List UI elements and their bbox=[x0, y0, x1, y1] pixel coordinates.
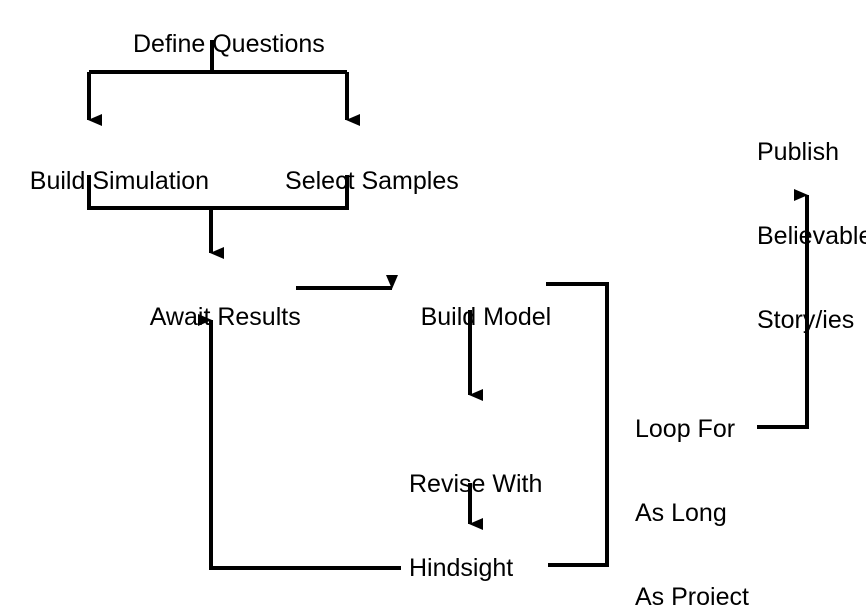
node-revise-with-hindsight-line1: Revise With bbox=[409, 470, 543, 498]
edge-loop-right-side bbox=[546, 282, 609, 567]
node-build-model: Build Model bbox=[393, 275, 552, 359]
node-build-model-label: Build Model bbox=[420, 303, 552, 331]
loop-note-line1: Loop For bbox=[635, 415, 736, 443]
node-revise-with-hindsight: Revise With Hindsight bbox=[409, 414, 542, 605]
node-publish-story-line1: Publish bbox=[757, 138, 839, 166]
edge-select-more-to-await-results bbox=[198, 314, 401, 570]
node-build-simulation: Build Simulation bbox=[2, 139, 209, 223]
loop-note-line2: As Long bbox=[635, 499, 727, 527]
node-await-results-label: Await Results bbox=[149, 303, 301, 331]
loop-note-line3: As Project bbox=[635, 583, 749, 605]
node-build-simulation-label: Build Simulation bbox=[29, 167, 210, 195]
node-publish-story-line3: Story/ies bbox=[757, 306, 855, 334]
node-select-samples-label: Select Samples bbox=[285, 167, 459, 195]
node-revise-with-hindsight-line2: Hindsight bbox=[409, 554, 514, 582]
node-select-samples: Select Samples bbox=[257, 139, 459, 223]
loop-note: Loop For As Long As Project Timetable Wi… bbox=[635, 359, 749, 605]
node-publish-story-line2: Believable bbox=[757, 222, 866, 250]
node-select-more-samples: Select More Samples bbox=[409, 549, 542, 605]
node-define-questions: Define Questions bbox=[105, 2, 325, 86]
node-await-results: Await Results bbox=[123, 275, 301, 359]
node-publish-story: Publish Believable Story/ies bbox=[757, 82, 866, 390]
edge-loop-note-connector bbox=[757, 189, 809, 429]
node-define-questions-label: Define Questions bbox=[133, 30, 325, 58]
